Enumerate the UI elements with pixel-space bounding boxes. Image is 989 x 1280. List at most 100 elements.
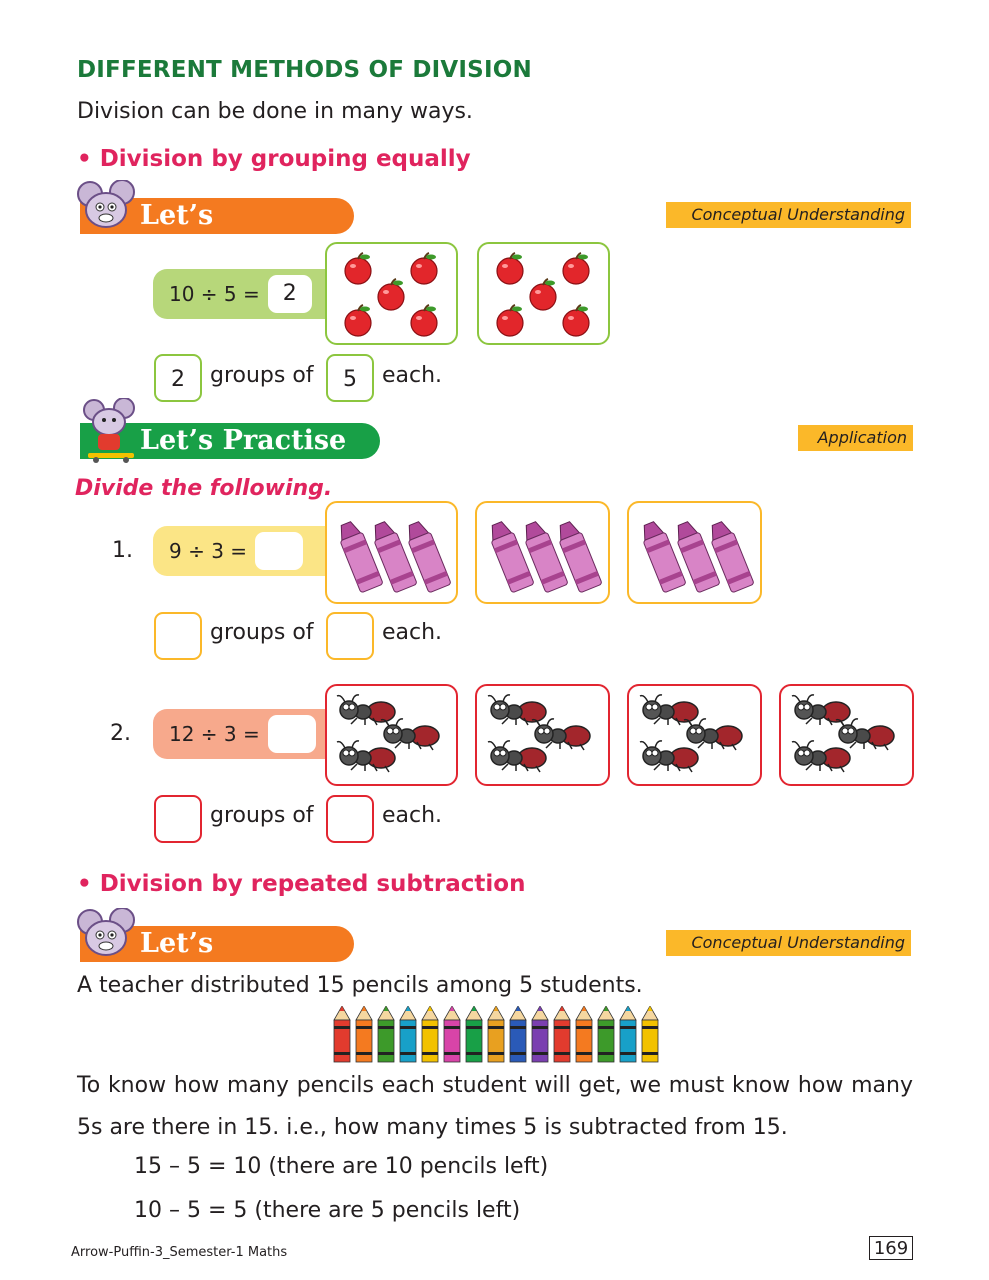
ant-group-3 (627, 684, 762, 786)
mouse-mascot-icon (77, 908, 135, 956)
intro-text: Division can be done in many ways. (77, 99, 473, 124)
crayon-group-1 (325, 501, 458, 604)
groups-of-text: groups of (210, 620, 314, 645)
banner-label: Let’s Understand (140, 928, 318, 995)
apple-icon (562, 252, 590, 285)
ant-icon (639, 694, 699, 727)
apple-icon (496, 252, 524, 285)
q2-groups-input[interactable] (154, 795, 202, 843)
subtraction-step-1: 15 – 5 = 10 (there are 10 pencils left) (134, 1154, 549, 1179)
lets-understand-banner: Let’s Understand (80, 198, 354, 267)
pencil-icon (355, 1006, 373, 1063)
crayon-group-2 (475, 501, 610, 604)
ant-icon (531, 718, 591, 751)
pencil-icon (443, 1006, 461, 1063)
ant-icon (639, 694, 743, 773)
apple-group-1 (325, 242, 458, 345)
q2-each-input[interactable] (326, 795, 374, 843)
crayon-icon (677, 521, 720, 593)
ant-icon (791, 694, 895, 773)
pencil-icon (641, 1006, 659, 1063)
ant-icon (380, 718, 440, 751)
apple-icon (344, 252, 438, 337)
section-title-repeated-subtraction: • Division by repeated subtraction (77, 871, 526, 897)
story-line: A teacher distributed 15 pencils among 5… (77, 973, 643, 998)
practice-instruction: Divide the following. (75, 476, 333, 501)
each-count-box: 5 (326, 354, 374, 402)
subtraction-step-2: 10 – 5 = 5 (there are 5 pencils left) (134, 1198, 521, 1223)
ant-icon (835, 718, 895, 751)
ant-group-2 (475, 684, 610, 786)
crayon-icon (374, 521, 417, 593)
crayon-icon (491, 521, 534, 593)
footer-book-title: Arrow-Puffin-3_Semester-1 Maths (71, 1245, 288, 1260)
crayon-icon (525, 521, 568, 593)
application-tag: Application (798, 425, 913, 451)
apple-icon (410, 252, 438, 285)
pencils-icon (333, 1006, 659, 1063)
apple-icon (562, 304, 590, 337)
answer-box: 2 (267, 275, 312, 313)
q2-equation: 12 ÷ 3 = (153, 709, 329, 759)
ant-icon (336, 694, 440, 773)
apple-icon (496, 252, 590, 337)
apple-icon (529, 278, 557, 311)
pencil-icon (487, 1006, 505, 1063)
page-heading: DIFFERENT METHODS OF DIVISION (77, 57, 532, 83)
banner-label: Let’s Practise 5.1 (140, 425, 347, 492)
pencil-icon (531, 1006, 549, 1063)
pencil-icon (399, 1006, 417, 1063)
ant-icon (487, 694, 547, 727)
explanation-paragraph: To know how many pencils each student wi… (77, 1073, 913, 1140)
crayon-icon (340, 521, 383, 593)
ant-icon (639, 740, 699, 773)
ant-icon (791, 694, 851, 727)
page-number: 169 (869, 1236, 913, 1260)
ant-group-4 (779, 684, 914, 786)
ant-icon (683, 718, 743, 751)
apple-icon (496, 304, 524, 337)
each-text: each. (382, 620, 443, 645)
q1-equation: 9 ÷ 3 = (153, 526, 329, 576)
apple-group-2 (477, 242, 610, 345)
pencil-icon (619, 1006, 637, 1063)
crayon-icon (491, 521, 602, 593)
crayon-group-3 (627, 501, 762, 604)
q1-answer-input[interactable] (255, 532, 304, 570)
section-title-grouping: • Division by grouping equally (77, 146, 471, 172)
q1-groups-input[interactable] (154, 612, 202, 660)
ant-group-1 (325, 684, 458, 786)
ant-icon (336, 740, 396, 773)
q1-each-input[interactable] (326, 612, 374, 660)
crayon-icon (643, 521, 754, 593)
example-equation: 10 ÷ 5 = 2 (153, 269, 329, 319)
groups-of-text: groups of (210, 803, 314, 828)
equation-text: 12 ÷ 3 = (169, 722, 260, 746)
question-number: 1. (112, 538, 133, 563)
each-text: each. (382, 363, 443, 388)
question-number: 2. (110, 721, 131, 746)
ant-icon (487, 740, 547, 773)
pencil-icon (575, 1006, 593, 1063)
ant-icon (791, 740, 851, 773)
crayon-icon (643, 521, 686, 593)
mouse-skateboard-icon (83, 398, 135, 463)
pencil-icon (377, 1006, 395, 1063)
apple-icon (377, 278, 405, 311)
mouse-mascot-icon (77, 180, 135, 228)
equation-text: 10 ÷ 5 = (169, 282, 260, 306)
conceptual-tag: Conceptual Understanding (666, 202, 911, 228)
q2-answer-input[interactable] (267, 715, 316, 753)
ant-icon (336, 694, 396, 727)
pencil-icon (333, 1006, 351, 1063)
apple-icon (344, 304, 372, 337)
pencil-icon (509, 1006, 527, 1063)
ant-icon (487, 694, 591, 773)
equation-text: 9 ÷ 3 = (169, 539, 248, 563)
groups-count-box: 2 (154, 354, 202, 402)
pencil-icon (597, 1006, 615, 1063)
banner-label: Let’s Understand (140, 200, 318, 267)
crayon-icon (408, 521, 451, 593)
each-text: each. (382, 803, 443, 828)
apple-icon (410, 304, 438, 337)
